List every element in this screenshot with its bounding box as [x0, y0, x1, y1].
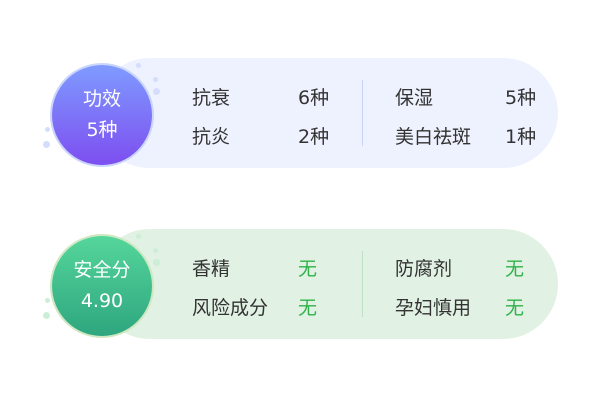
efficacy-card: [95, 58, 558, 168]
decor-dot: [153, 77, 158, 82]
decor-dot: [153, 88, 160, 95]
decor-dot: [136, 234, 141, 239]
item-label: 美白祛斑: [395, 126, 472, 148]
decor-dot: [153, 248, 158, 253]
item-value: 6种: [298, 87, 330, 109]
decor-dot: [43, 141, 50, 148]
decor-dot: [153, 259, 160, 266]
safety-badge: 安全分 4.90: [52, 236, 152, 336]
item-value: 5种: [505, 87, 537, 109]
safety-score: 4.90: [80, 290, 124, 312]
item-label: 风险成分: [192, 297, 269, 319]
decor-dot: [43, 312, 50, 319]
item-value: 无: [505, 297, 525, 319]
item-value: 无: [298, 297, 318, 319]
item-label: 保湿: [395, 87, 434, 109]
decor-dot: [45, 127, 50, 132]
divider: [362, 251, 363, 317]
item-value: 无: [505, 258, 525, 280]
item-value: 2种: [298, 126, 330, 148]
efficacy-title: 功效: [82, 88, 121, 110]
divider: [362, 80, 363, 146]
safety-card: [95, 229, 558, 339]
efficacy-badge: 功效 5种: [52, 65, 152, 165]
item-label: 抗炎: [192, 126, 231, 148]
efficacy-count: 5种: [86, 119, 118, 141]
item-label: 香精: [192, 258, 231, 280]
decor-dot: [136, 63, 141, 68]
item-label: 防腐剂: [395, 258, 453, 280]
item-label: 孕妇慎用: [395, 297, 472, 319]
safety-title: 安全分: [73, 259, 131, 281]
item-value: 无: [298, 258, 318, 280]
item-label: 抗衰: [192, 87, 231, 109]
item-value: 1种: [505, 126, 537, 148]
decor-dot: [45, 298, 50, 303]
